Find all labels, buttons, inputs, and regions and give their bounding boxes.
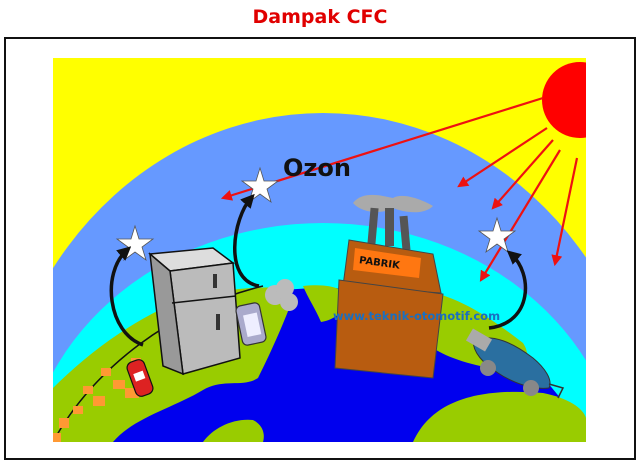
sun-icon xyxy=(542,62,586,138)
watermark-text: www.teknik-otomotif.com xyxy=(333,309,500,323)
cfc-rise-arrows xyxy=(109,193,528,347)
fire-extinguisher-icon xyxy=(126,359,154,397)
factory-icon: PABRIK xyxy=(334,194,444,379)
cfc-impact-illustration: Ozon xyxy=(53,58,586,442)
ozone-damage-star-icons xyxy=(115,166,517,262)
refrigerator-icon xyxy=(148,247,241,376)
page-title: Dampak CFC xyxy=(252,6,388,28)
ozone-label: Ozon xyxy=(283,154,351,182)
spray-can-icon xyxy=(235,279,298,346)
car-icon xyxy=(465,328,565,399)
